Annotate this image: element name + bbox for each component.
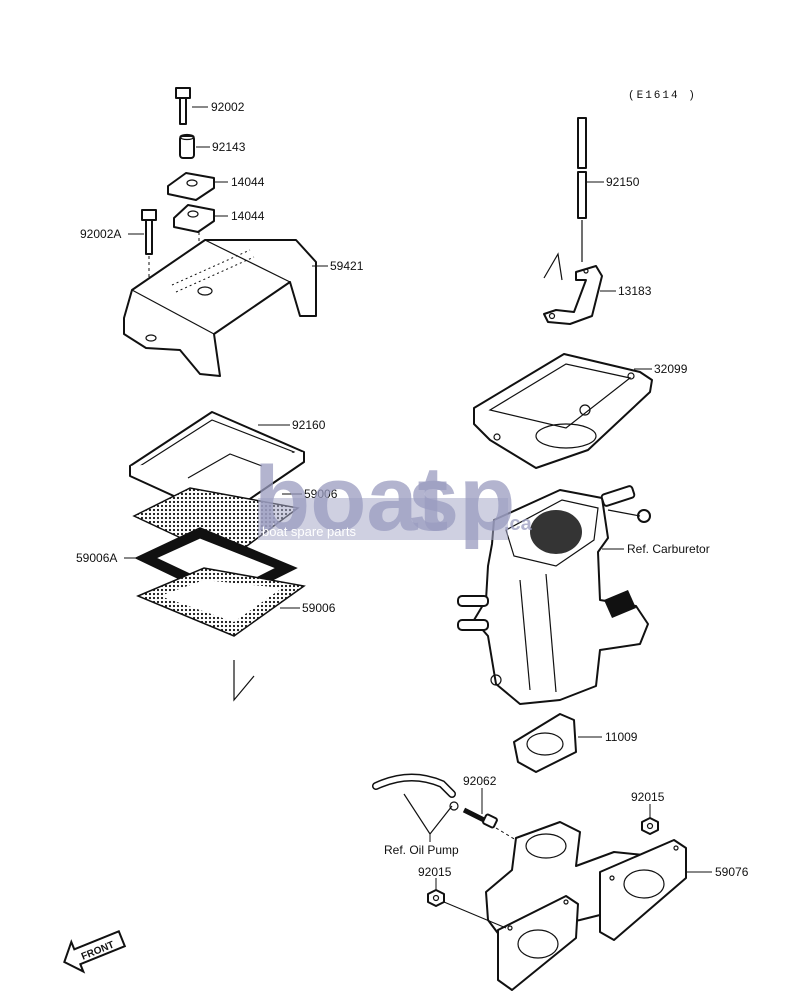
damper-14044-lower — [173, 204, 215, 233]
intake-manifold-59076 — [485, 821, 687, 991]
label-59421: 59421 — [330, 259, 364, 273]
ref-oil-pump: Ref. Oil Pump — [384, 843, 459, 857]
ref-carburetor: Ref. Carburetor — [627, 542, 710, 556]
label-32099: 32099 — [654, 362, 688, 376]
label-14044-lower: 14044 — [231, 209, 265, 223]
nut-92015-right — [641, 817, 659, 835]
label-92143: 92143 — [212, 140, 246, 154]
direction-mark-left — [233, 660, 255, 702]
cover-59421 — [123, 239, 317, 377]
bolt-92002 — [175, 87, 191, 125]
label-59006A: 59006A — [76, 551, 117, 565]
label-92150: 92150 — [606, 175, 640, 189]
watermark-tagline: boat spare parts — [262, 524, 356, 539]
label-92062: 92062 — [463, 774, 497, 788]
label-11009: 11009 — [605, 730, 638, 744]
label-92015-right: 92015 — [631, 790, 665, 804]
label-59076: 59076 — [715, 865, 749, 879]
element-59006-lower — [136, 567, 306, 637]
label-92015-left: 92015 — [418, 865, 452, 879]
nipple-92062 — [462, 807, 517, 841]
label-59006-upper: 59006 — [304, 487, 338, 501]
gasket-11009 — [513, 713, 577, 773]
bracket-13183 — [543, 265, 603, 325]
label-14044-upper: 14044 — [231, 175, 265, 189]
case-32099 — [473, 353, 653, 469]
carburetor-reference — [457, 485, 651, 705]
label-92160: 92160 — [292, 418, 326, 432]
watermark: boat sp .ca boat spare parts — [254, 448, 533, 550]
direction-mark-right — [543, 252, 563, 281]
front-arrow-icon: FRONT — [63, 930, 127, 974]
oil-pump-hose — [372, 773, 459, 811]
stud-92150 — [577, 117, 587, 262]
watermark-brand-suffix: .ca — [504, 513, 533, 535]
diagram-code: (E1614 ) — [628, 90, 697, 102]
label-92002: 92002 — [211, 100, 245, 114]
label-13183: 13183 — [618, 284, 652, 298]
collar-92143 — [179, 133, 195, 159]
label-59006-lower: 59006 — [302, 601, 336, 615]
watermark-brand-left: boat — [254, 448, 448, 550]
damper-14044-upper — [167, 172, 215, 201]
watermark-brand-right: sp — [408, 448, 515, 550]
label-92002A: 92002A — [80, 227, 121, 241]
